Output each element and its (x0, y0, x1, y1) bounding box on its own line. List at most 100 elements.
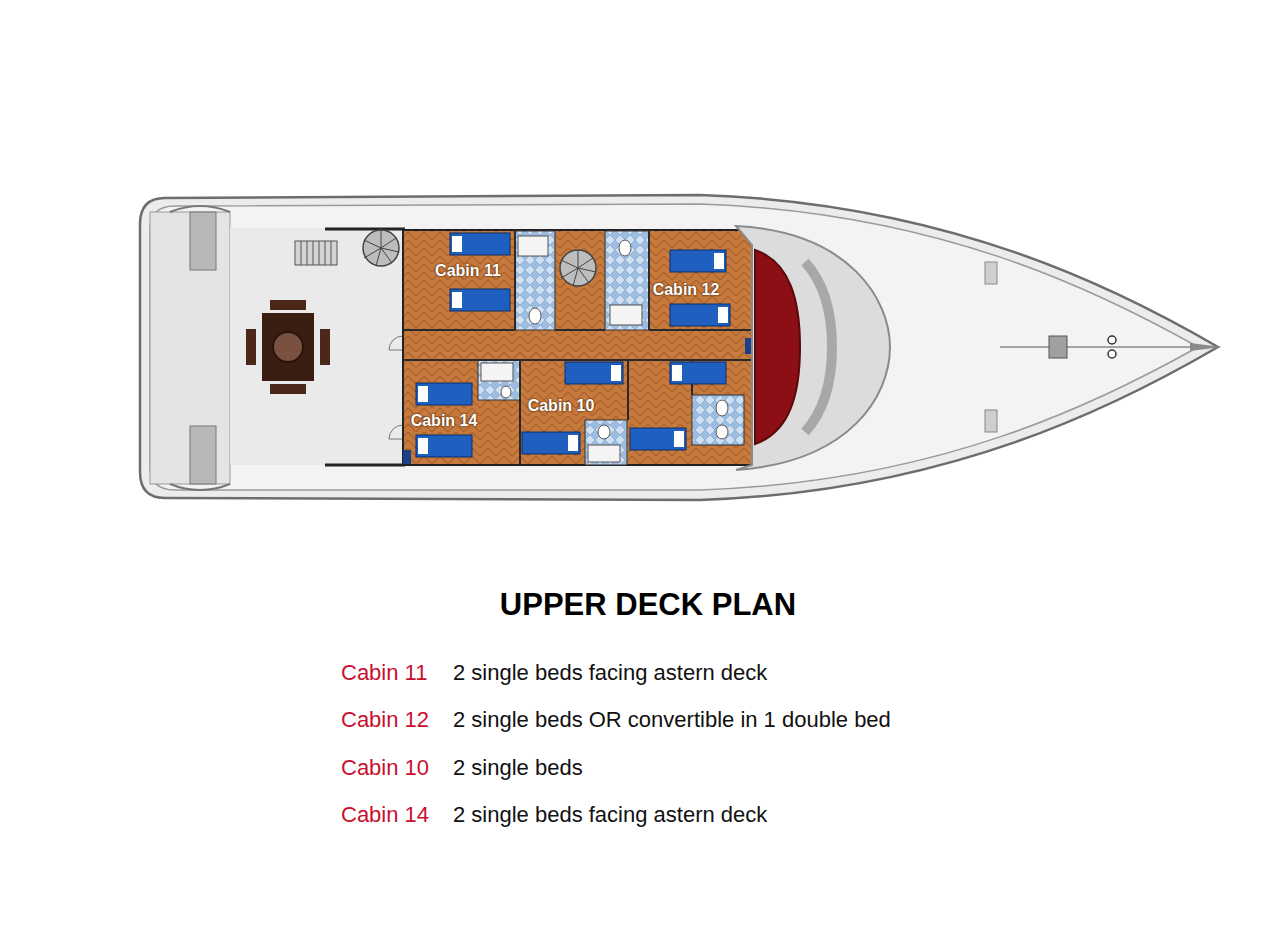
spiral-stair (560, 250, 596, 286)
deck-detail (331, 241, 332, 265)
toilet (529, 308, 541, 324)
deck-detail (670, 250, 726, 272)
deck-detail (418, 438, 428, 454)
cabin-area: Cabin 14 (411, 412, 478, 430)
locker (403, 450, 411, 464)
deck-detail (630, 428, 686, 450)
windlass (1108, 336, 1116, 344)
cabin-name: Cabin 14 (341, 802, 429, 828)
stern-steps (190, 212, 216, 270)
bow-centerline (1000, 347, 1190, 348)
chair (270, 300, 306, 310)
chair (270, 384, 306, 394)
deck-detail (416, 435, 472, 457)
bathroom (478, 360, 520, 400)
swim-platform (150, 212, 230, 484)
bathroom (605, 231, 649, 330)
toilet (716, 400, 728, 416)
deck-detail (452, 292, 462, 308)
deck-detail (718, 307, 728, 323)
cleat (985, 262, 997, 284)
deck-detail (568, 435, 578, 451)
table-top (273, 332, 303, 362)
deck-detail (301, 241, 331, 265)
deck-detail (714, 253, 724, 269)
cabin-name: Cabin 11 (341, 660, 427, 686)
cabin-label: Cabin 11 (435, 262, 501, 280)
bathroom (515, 231, 555, 330)
chair (246, 329, 256, 365)
shower (481, 363, 513, 381)
bow-pulpit (1190, 343, 1222, 351)
cabin-area: Cabin 12 (653, 281, 720, 299)
deck-detail (565, 362, 623, 384)
bathroom (692, 395, 744, 445)
deck-detail (630, 428, 686, 450)
deck-detail (325, 241, 326, 265)
spiral-stair (363, 230, 399, 266)
deck-detail (611, 365, 621, 381)
deck-detail (674, 431, 684, 447)
cabin-area: Cabin 11 (435, 262, 501, 280)
cabin-description: 2 single beds OR convertible in 1 double… (453, 707, 891, 733)
deck-detail (670, 250, 726, 272)
deck-detail (313, 241, 314, 265)
deck-detail (450, 233, 510, 255)
cabin-area: Cabin 10 (528, 397, 595, 415)
deck-detail (416, 435, 472, 457)
table-base (262, 313, 314, 381)
cabin-label: Cabin 14 (411, 412, 478, 430)
cabin-name: Cabin 10 (341, 755, 429, 781)
deck-detail (416, 383, 472, 405)
deck-detail (301, 241, 302, 265)
deck-detail (450, 233, 510, 255)
windlass (1108, 350, 1116, 358)
toilet (501, 386, 511, 398)
deck-detail (450, 289, 510, 311)
sofa (755, 250, 800, 444)
deck-detail (418, 386, 428, 402)
cabin-description: 2 single beds facing astern deck (453, 802, 767, 828)
cabin-description: 2 single beds facing astern deck (453, 660, 767, 686)
shower (518, 236, 548, 256)
spiral-stair-steps (364, 230, 399, 266)
deck-detail (670, 362, 726, 384)
deck-detail (565, 362, 623, 384)
deck-detail (307, 241, 308, 265)
shower (610, 305, 642, 325)
cabin-walls (403, 230, 752, 465)
deck-detail (672, 365, 682, 381)
deck-detail (319, 241, 320, 265)
cabin-name: Cabin 12 (341, 707, 429, 733)
hull-rail (150, 204, 1198, 490)
plan-title: UPPER DECK PLAN (500, 587, 796, 623)
deck-detail (416, 383, 472, 405)
hatch (1049, 336, 1067, 358)
stairs (295, 241, 337, 265)
toilet (598, 425, 610, 439)
shower (588, 445, 620, 462)
deck-detail (450, 289, 510, 311)
door-swing (389, 336, 403, 439)
toilet (716, 425, 728, 439)
cabin-label: Cabin 10 (528, 397, 595, 415)
deck-detail (670, 304, 730, 326)
cabin-description: 2 single beds (453, 755, 583, 781)
stern-steps (190, 426, 216, 484)
cabin-label: Cabin 12 (653, 281, 720, 299)
spiral-stair-steps (561, 250, 596, 286)
dashboard (805, 262, 832, 432)
cleat (985, 410, 997, 432)
deck-detail (522, 432, 580, 454)
stern-rail (170, 206, 230, 490)
deck-detail (452, 236, 462, 252)
chair (320, 329, 330, 365)
wood-floor (403, 230, 752, 465)
deck-detail (670, 304, 730, 326)
toilet (619, 240, 631, 256)
hull-outline (140, 195, 1218, 500)
bathroom (585, 420, 627, 465)
deck-detail (670, 362, 726, 384)
windscreen (736, 226, 890, 470)
aft-deck (230, 228, 405, 465)
